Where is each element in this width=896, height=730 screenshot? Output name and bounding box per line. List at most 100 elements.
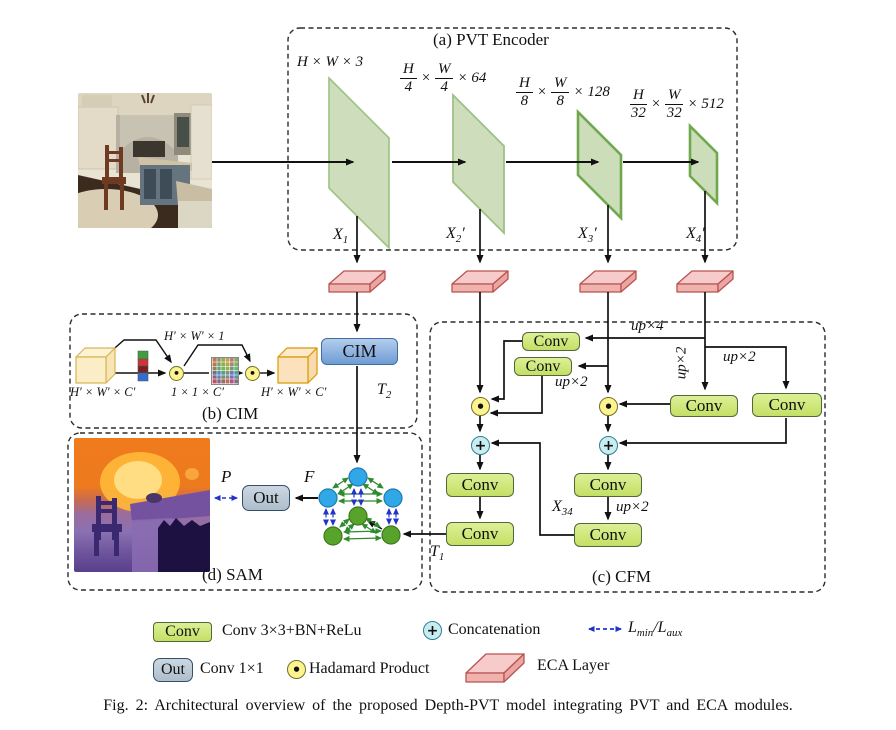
legend-loss-label: Lmin/Laux: [628, 619, 682, 639]
legend-out-desc: Conv 1×1: [200, 660, 264, 677]
legend-out-sample: Out: [153, 658, 193, 682]
cfm-title: (c) CFM: [592, 567, 652, 586]
up2-label-x34: up×2: [616, 499, 649, 515]
conv-box-left-bottom: Conv: [446, 522, 514, 546]
encoder-stages: [328, 76, 719, 250]
x-base: X: [578, 225, 588, 242]
conv-label: Conv: [768, 395, 806, 414]
conv-box-x4-left: Conv: [670, 395, 738, 417]
x34-label: X34: [552, 498, 573, 518]
concat-plus: +: [426, 622, 439, 639]
loss-sep: /: [653, 619, 658, 636]
x-base: X: [333, 226, 343, 243]
t-sub: 2: [385, 388, 392, 401]
x-prime: ′: [461, 225, 465, 242]
stage-output-label-x3: X3′: [578, 225, 597, 245]
graph-node-green-bl: [323, 526, 343, 546]
cim-hadamard-icon: •: [245, 366, 260, 381]
stage-output-label-x1: X1: [333, 226, 348, 246]
frac-den: 8: [520, 93, 529, 109]
cim-box: [69, 313, 418, 429]
eca-layer-1: [328, 270, 386, 293]
sam-box: [67, 432, 423, 591]
cim-output-dims: H′ × W′ × C′: [261, 385, 327, 399]
dim-tail: × 128: [573, 83, 610, 100]
cim-title: (b) CIM: [202, 404, 259, 423]
conv-box-x4-right: Conv: [752, 393, 822, 417]
conv-box-up2-x3: Conv: [514, 357, 572, 376]
figure-caption: Fig. 2: Architectural overview of the pr…: [103, 697, 793, 714]
hadamard-icon: •: [599, 397, 618, 416]
cim-module-label: CIM: [342, 341, 377, 361]
up2-label-right: up×2: [723, 349, 756, 365]
frac-num: W: [434, 62, 454, 79]
frac-den: 4: [440, 79, 448, 95]
conv-box-up4: Conv: [522, 332, 580, 351]
cim-flow: [106, 339, 361, 464]
dim-tail: × 64: [457, 69, 487, 86]
pvt-encoder-title: (a) PVT Encoder: [433, 30, 549, 49]
legend-hadamard-desc: Hadamard Product: [309, 660, 430, 677]
frac-num: H: [516, 76, 533, 93]
cim-tensors: [75, 347, 318, 384]
conv-label: Conv: [685, 396, 723, 415]
frac-den: 4: [404, 79, 413, 95]
hadamard-icon: •: [471, 397, 490, 416]
stage-dim-1: H × W × 3: [297, 54, 364, 70]
stage-output-label-x4: X4′: [686, 225, 705, 245]
x-sub: 34: [561, 505, 573, 518]
dim-tail: × 512: [687, 95, 724, 112]
t-base: T: [430, 543, 439, 560]
depth-map: [74, 438, 210, 572]
pvt-encoder-box: [287, 27, 738, 251]
cim-attention-dims: H′ × W′ × 1: [164, 329, 225, 343]
conv-label: Conv: [461, 524, 499, 543]
out-module-label: Out: [161, 661, 185, 678]
stage-output-lines: [353, 191, 709, 264]
stage-output-label-x2: X2′: [446, 225, 465, 245]
eca-layers: [328, 270, 734, 293]
graph-node-green-mid: [348, 506, 368, 526]
cim-vector-dims: 1 × 1 × C′: [171, 385, 224, 399]
legend-shapes: [465, 626, 622, 683]
graph-node-green-br: [381, 525, 401, 545]
hadamard-dot: •: [475, 397, 486, 416]
p-label: P: [221, 467, 232, 486]
conv-box-left-top: Conv: [446, 473, 514, 497]
concat-plus: +: [602, 437, 615, 454]
times: ×: [536, 83, 547, 100]
frac-num: W: [550, 76, 570, 93]
graph-node-blue-right: [383, 488, 403, 508]
x-sub: 2: [455, 232, 462, 245]
f-label: F: [304, 467, 315, 486]
stage-plane-1: [328, 76, 390, 250]
conv-label: Conv: [165, 623, 200, 640]
eca-output-lines: [353, 292, 709, 394]
loss-sub: min: [636, 626, 654, 639]
cfm-routing: [402, 334, 790, 538]
t-sub: 1: [438, 550, 445, 563]
legend-conv-sample: Conv: [153, 622, 212, 642]
loss-l: L: [628, 619, 637, 636]
up4-label: up×4: [631, 318, 664, 334]
eca-layer-2: [451, 270, 509, 293]
loss-l: L: [657, 619, 667, 636]
conv-label: Conv: [589, 525, 627, 544]
depth-map-art: [92, 452, 210, 572]
hadamard-dot: •: [172, 367, 181, 380]
sam-graph-cross-links: [323, 488, 399, 526]
conv-box-right-bottom: Conv: [574, 523, 642, 547]
kitchen-photo: [78, 93, 212, 228]
hadamard-dot: •: [248, 367, 257, 380]
conv-label: Conv: [461, 475, 499, 494]
section-boxes: [67, 27, 826, 593]
cfm-box: [429, 321, 826, 593]
out-module-box: Out: [242, 485, 290, 511]
t-base: T: [377, 381, 386, 398]
x-prime: ′: [593, 225, 597, 242]
cim-module-box: CIM: [321, 338, 398, 365]
